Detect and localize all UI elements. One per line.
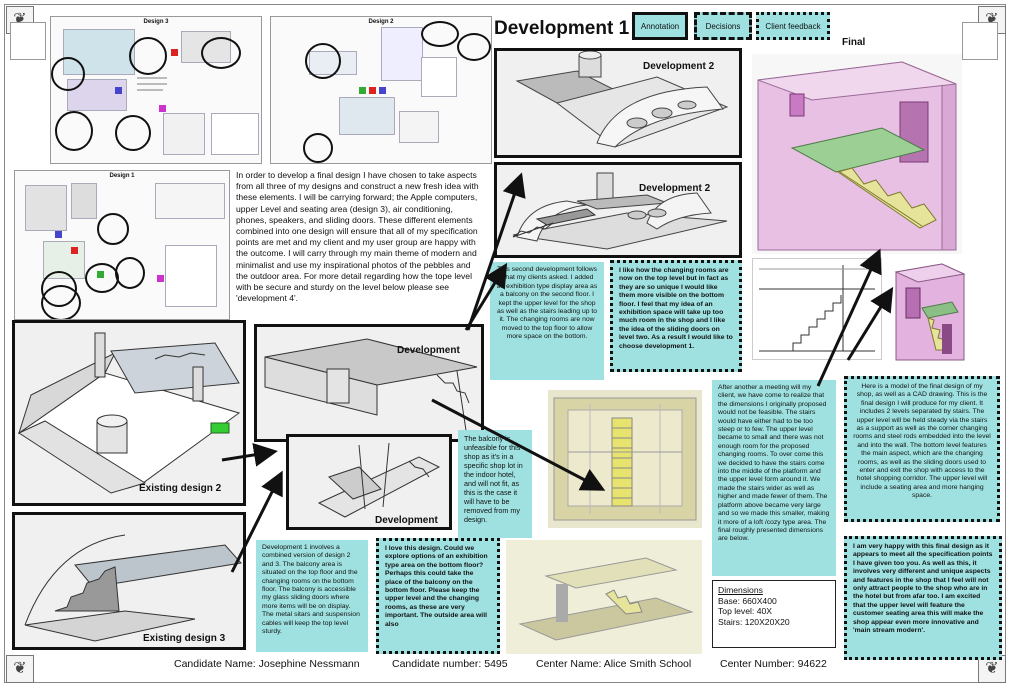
existing-design2-image: Existing design 2 xyxy=(12,320,246,506)
dimension-stairs: Stairs: 120X20X20 xyxy=(718,616,790,627)
center-number: Center Number: 94622 xyxy=(720,658,827,670)
candidate-name: Candidate Name: Josephine Nessmann xyxy=(174,658,360,670)
balcony-note: The balcony is unfeasible for this shop … xyxy=(458,430,532,538)
page-title: Development 1 xyxy=(494,18,630,39)
development2-image-top: Development 2 xyxy=(494,48,742,158)
final-model-note: Here is a model of the final design of m… xyxy=(844,376,1000,522)
candidate-number: Candidate number: 5495 xyxy=(392,658,508,670)
dimension-base: Base: 660X400 xyxy=(718,595,777,606)
client-happy-feedback: I am very happy with this final design a… xyxy=(844,536,1002,660)
changing-rooms-feedback: I like how the changing rooms are now on… xyxy=(610,260,742,372)
second-development-note: This second development follows what my … xyxy=(490,262,604,380)
design3-thumbnail: Design 3 xyxy=(50,16,262,164)
existing-design3-image: Existing design 3 xyxy=(12,512,246,650)
floor-plan-render-bottom xyxy=(506,540,702,654)
tab-annotation[interactable]: Annotation xyxy=(632,12,688,40)
development1-description: Development 1 involves a combined versio… xyxy=(256,540,368,652)
floor-plan-render-top xyxy=(548,390,702,528)
image-caption: Development 2 xyxy=(643,61,715,72)
final-cad-render xyxy=(752,54,962,254)
side-panel-left xyxy=(10,22,46,60)
ornament-icon: ❦ xyxy=(13,660,27,677)
image-caption: Existing design 2 xyxy=(139,483,222,494)
development2-image-middle: Development 2 xyxy=(494,162,742,258)
side-panel-right xyxy=(962,22,998,60)
design1-thumbnail: Design 1 xyxy=(14,170,230,320)
dimensions-box: Dimensions Base: 660X400 Top level: 40X … xyxy=(712,580,836,648)
thumbnail-title: Design 2 xyxy=(368,19,394,25)
corner-ornament-bottom-left: ❦ xyxy=(6,655,34,683)
final-label: Final xyxy=(842,37,866,48)
image-caption: Development 2 xyxy=(639,183,711,194)
client-love-design-feedback: I love this design. Could we explore opt… xyxy=(376,538,500,654)
page-frame xyxy=(4,4,1006,683)
image-caption: Development xyxy=(375,515,438,526)
center-name: Center Name: Alice Smith School xyxy=(536,658,692,670)
design2-thumbnail: Design 2 xyxy=(270,16,492,164)
intro-text: In order to develop a final design I hav… xyxy=(236,170,479,304)
client-meeting-note: After another a meeting will my client, … xyxy=(712,380,836,576)
tab-decisions[interactable]: Decisions xyxy=(694,12,752,40)
ornament-icon: ❦ xyxy=(985,660,999,677)
tab-client-feedback[interactable]: Client feedback xyxy=(756,12,830,40)
thumbnail-title: Design 3 xyxy=(143,19,169,25)
dimension-top-level: Top level: 40X xyxy=(718,606,772,617)
final-model-small xyxy=(892,258,968,362)
image-caption: Development xyxy=(397,345,460,356)
thumbnail-title: Design 1 xyxy=(109,173,135,179)
image-caption: Existing design 3 xyxy=(143,633,226,644)
development-image-b: Development xyxy=(286,434,452,530)
dimensions-heading: Dimensions xyxy=(718,585,763,595)
